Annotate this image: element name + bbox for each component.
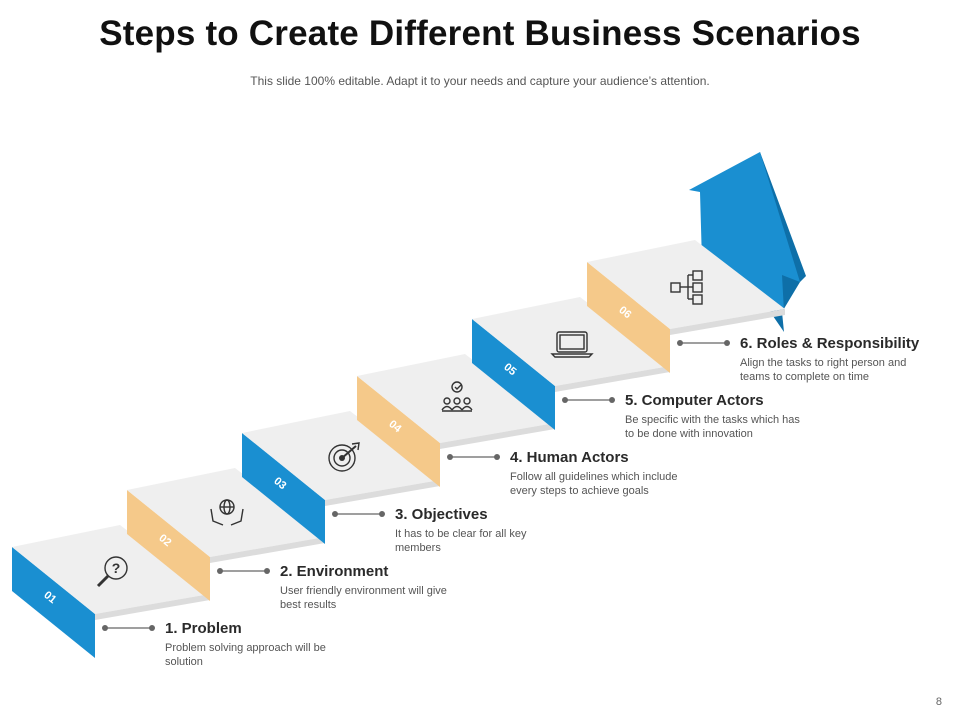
step-info-03: 3. Objectives It has to be clear for all … (395, 506, 635, 555)
step-tread (587, 240, 785, 329)
target-arrow-icon (328, 442, 360, 472)
stair-step-04: 04 (357, 354, 555, 487)
step-tread (12, 525, 210, 614)
step-connector (447, 454, 500, 460)
step-number: 06 (616, 304, 633, 321)
step-riser (587, 262, 670, 373)
step-connector (332, 511, 385, 517)
laptop-icon (550, 331, 594, 358)
step-number: 02 (156, 532, 173, 549)
step-edge (440, 423, 555, 449)
step-edge (670, 309, 785, 335)
org-chart-icon (670, 270, 703, 305)
team-check-icon (441, 381, 473, 412)
stair-step-03: 03 (242, 411, 440, 544)
step-title: 1. Problem (165, 620, 242, 637)
step-title: 2. Environment (280, 563, 389, 580)
stair-step-05: 05 (472, 297, 670, 430)
step-edge (325, 480, 440, 506)
step-title: 3. Objectives (395, 506, 488, 523)
step-number: 01 (41, 589, 58, 606)
step-number: 03 (271, 475, 288, 492)
step-connector (217, 568, 270, 574)
arrow-head (689, 152, 800, 312)
stair-step-02: 02 (127, 468, 325, 601)
step-info-05: 5. Computer Actors Be specific with the t… (625, 392, 865, 441)
stair-step-06: 06 (587, 240, 785, 373)
magnifier-question-icon: ? (96, 556, 128, 588)
step-edge (95, 594, 210, 620)
step-edge (210, 537, 325, 563)
step-description: Problem solving approach will be solutio… (165, 642, 326, 668)
step-number: 05 (501, 361, 518, 378)
step-riser (127, 490, 210, 601)
growth-arrow (689, 152, 806, 332)
step-title: 6. Roles & Responsibility (740, 335, 920, 352)
step-connector (677, 340, 730, 346)
step-description: Follow all guidelines which include ever… (510, 471, 678, 497)
step-riser (357, 376, 440, 487)
step-tread (127, 468, 325, 557)
step-title: 5. Computer Actors (625, 392, 764, 409)
step-riser (12, 547, 95, 658)
page-number: 8 (935, 696, 942, 708)
step-edge (555, 366, 670, 392)
slide-subtitle: This slide 100% editable. Adapt it to yo… (250, 74, 710, 88)
step-description: It has to be clear for all key members (395, 528, 527, 554)
slide-title: Steps to Create Different Business Scena… (99, 14, 861, 53)
step-tread (472, 297, 670, 386)
step-description: User friendly environment will give best… (280, 585, 447, 611)
svg-text:?: ? (112, 560, 121, 576)
step-description: Align the tasks to right person and team… (740, 357, 907, 383)
step-riser (472, 319, 555, 430)
step-riser (242, 433, 325, 544)
step-connector (102, 625, 155, 631)
hands-globe-icon (210, 499, 244, 526)
stair-step-01: 01? (12, 525, 210, 658)
step-title: 4. Human Actors (510, 449, 629, 466)
step-connector (562, 397, 615, 403)
step-description: Be specific with the tasks which has to … (625, 414, 800, 440)
